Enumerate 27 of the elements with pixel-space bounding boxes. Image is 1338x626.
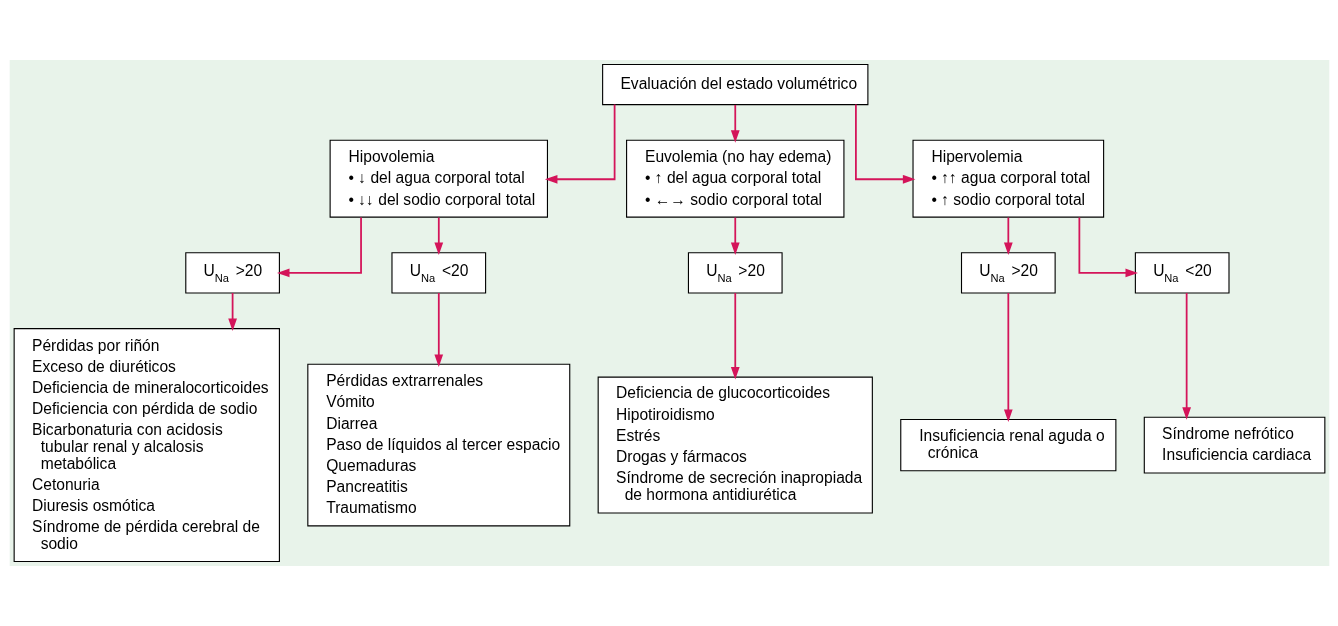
- arrow: [433, 292, 443, 367]
- node-box: Hipervolemia • ↑↑ agua corporal total • ↑ sodio corporal total: [911, 139, 1104, 218]
- arrow: [544, 103, 615, 184]
- arrow: [730, 292, 740, 380]
- arrow: [1003, 216, 1013, 256]
- arrow: [433, 216, 443, 256]
- arrow: [1181, 292, 1191, 420]
- arrow: [854, 103, 915, 184]
- arrow: [1077, 216, 1138, 278]
- arrow: [1003, 292, 1013, 422]
- node-box: Síndrome nefrótico Insuficiencia cardiaca: [1143, 416, 1325, 474]
- node-box: Euvolemia (no hay edema) • ↑ del agua corporal total • ←→ sodio corporal total: [625, 139, 844, 218]
- node-box: U$_{Na}$ <20: [1134, 252, 1230, 294]
- node-box: U$_{Na}$ >20: [184, 252, 280, 294]
- node-box: Pérdidas por riñón Exceso de diuréticos Deficiencia de mineralocorticoides Deficiencia con pérdida de sodio Bicarbonaturia con acidosis tubular renal y alcalosis metabólica Cetonuria Diuresis osmótica Síndrome de pérdida cerebral de sodio: [13, 328, 280, 563]
- arrow: [730, 216, 740, 256]
- node-box: U$_{Na}$ >20: [687, 252, 783, 294]
- node-box: Deficiencia de glucocorticoides Hipotiroidismo Estrés Drogas y fármacos Síndrome de secreción inapropiada de hormona antidiurética: [597, 376, 873, 514]
- arrow: [276, 216, 362, 278]
- node-box: Pérdidas extrarrenales Vómito Diarrea Paso de líquidos al tercer espacio Quemaduras Pancreatitis Traumatismo: [306, 363, 570, 527]
- node-box: Hipovolemia • ↓ del agua corporal total • ↓↓ del sodio corporal total: [329, 139, 548, 218]
- node-box: U$_{Na}$ <20: [390, 252, 486, 294]
- node-box: Evaluación del estado volumétrico: [601, 63, 868, 106]
- arrow: [227, 292, 237, 331]
- arrow: [730, 104, 740, 143]
- node-box: U$_{Na}$ >20: [960, 252, 1056, 294]
- node-box: Insuficiencia renal aguda o crónica: [899, 418, 1116, 472]
